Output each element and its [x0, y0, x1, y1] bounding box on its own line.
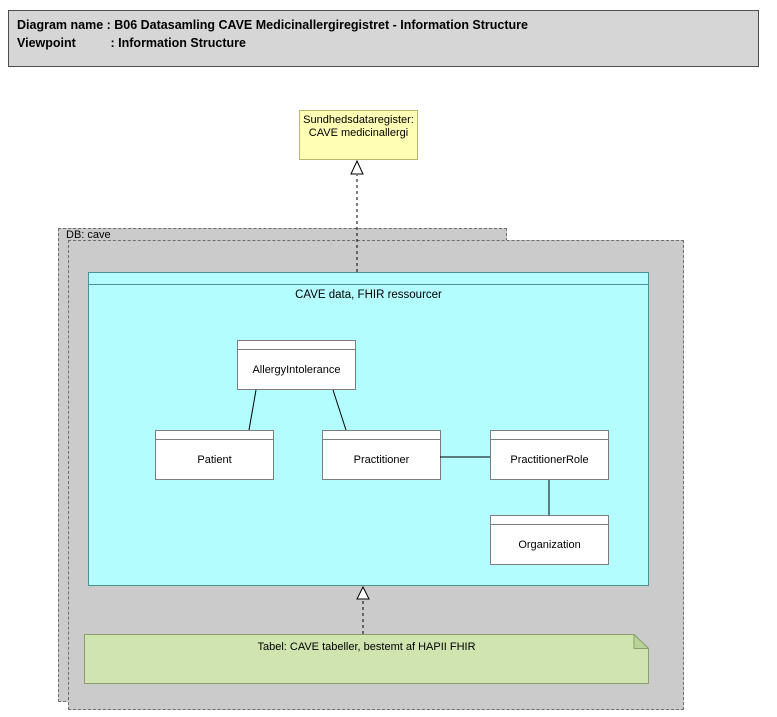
viewpoint-line: Viewpoint : Information Structure — [17, 36, 246, 50]
node-patient-label: Patient — [197, 453, 232, 466]
node-practitionerrole-top-strip — [491, 431, 608, 440]
realization-arrowhead-top — [350, 159, 364, 175]
diagram-name-line: Diagram name : B06 Datasamling CAVE Medi… — [17, 18, 528, 32]
note-tabel-cave[interactable]: Tabel: CAVE tabeller, bestemt af HAPII F… — [84, 633, 650, 684]
diagram-title-block: Diagram name : B06 Datasamling CAVE Medi… — [8, 10, 759, 67]
node-practitioner-top-strip — [323, 431, 440, 440]
node-patient-top-strip — [156, 431, 273, 440]
node-organization-top-strip — [491, 516, 608, 525]
group-db-cave-label: DB: cave — [66, 229, 111, 241]
node-allergyintolerance[interactable]: AllergyIntolerance — [237, 340, 356, 390]
note-shape — [84, 633, 650, 684]
note-tabel-cave-label: Tabel: CAVE tabeller, bestemt af HAPII F… — [257, 641, 476, 653]
node-practitionerrole-label: PractitionerRole — [510, 453, 589, 466]
node-sundhedsdataregister[interactable]: Sundhedsdataregister: CAVE medicinallerg… — [299, 110, 418, 160]
node-sundhedsdataregister-label: Sundhedsdataregister: CAVE medicinallerg… — [303, 114, 414, 139]
node-cave-data-top-strip — [89, 273, 648, 285]
node-cave-data-label: CAVE data, FHIR ressourcer — [295, 289, 442, 301]
node-patient[interactable]: Patient — [155, 430, 274, 480]
node-practitioner[interactable]: Practitioner — [322, 430, 441, 480]
node-organization-label: Organization — [518, 538, 581, 551]
node-practitionerrole[interactable]: PractitionerRole — [490, 430, 609, 480]
node-allergyintolerance-label: AllergyIntolerance — [252, 363, 341, 376]
node-practitioner-label: Practitioner — [353, 453, 410, 466]
node-organization[interactable]: Organization — [490, 515, 609, 565]
node-allergyintolerance-top-strip — [238, 341, 355, 350]
note-body — [84, 634, 649, 684]
note-fold-corner — [633, 633, 650, 649]
